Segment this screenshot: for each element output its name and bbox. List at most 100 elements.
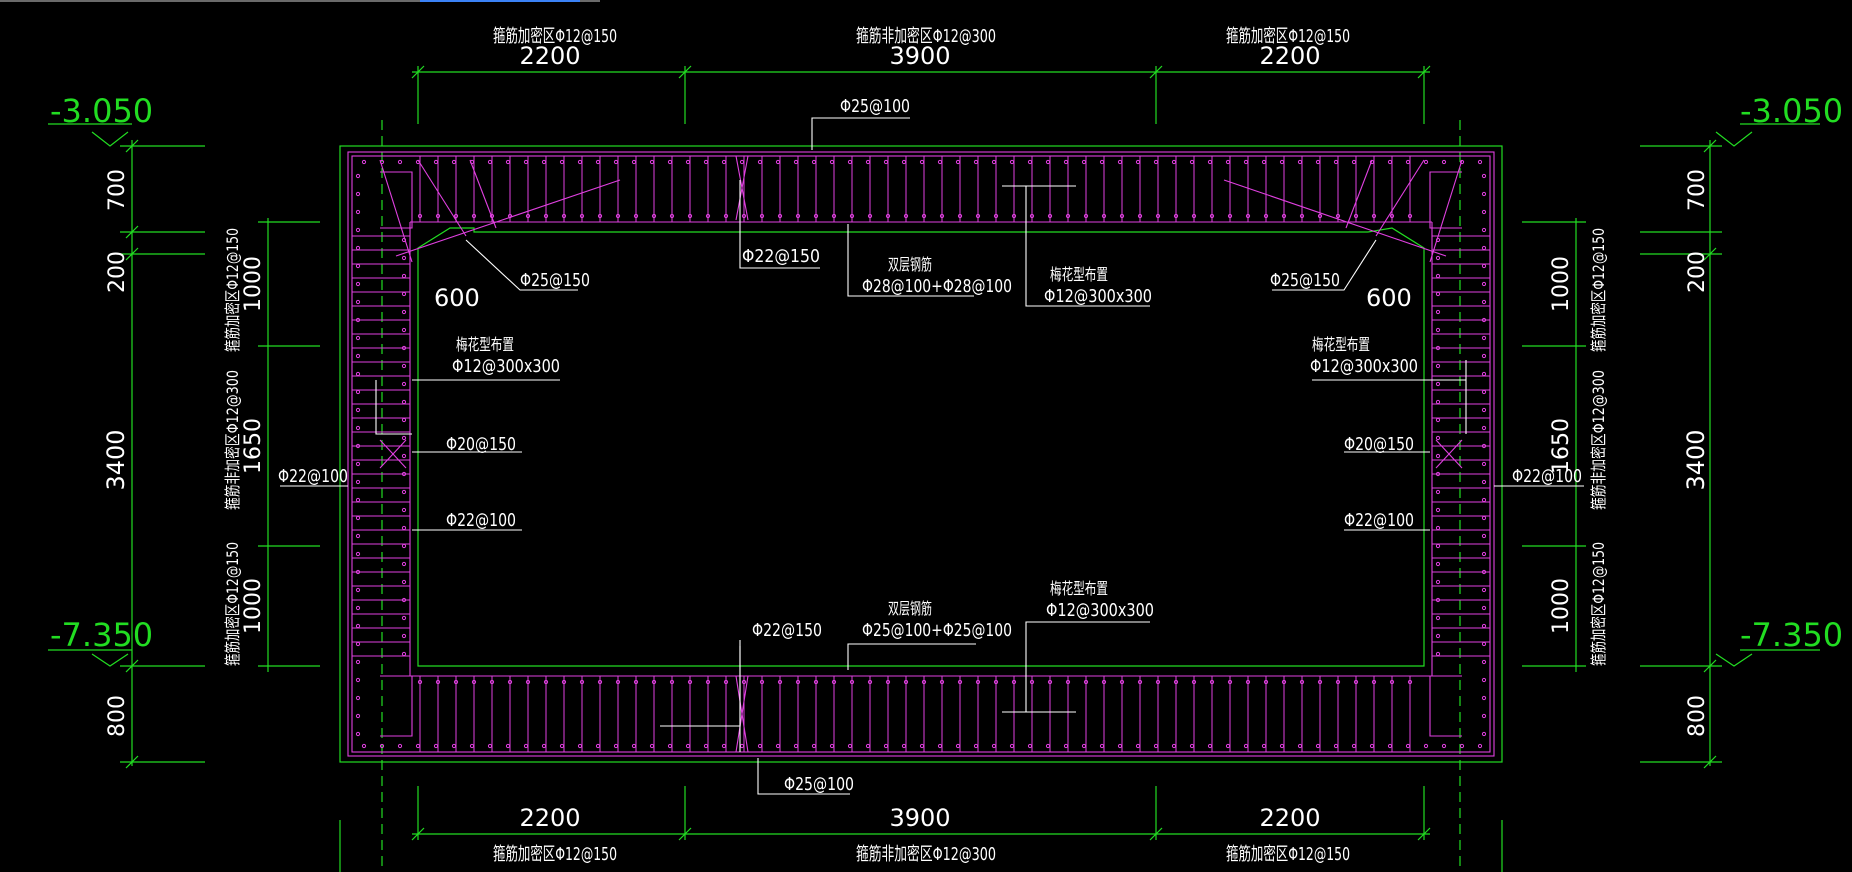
rebar-dot <box>1081 159 1087 165</box>
rebar-dot <box>355 533 361 539</box>
right-dim-1000-bottom: 1000 <box>1549 578 1574 634</box>
rebar-dot <box>903 213 909 219</box>
rebar-dot <box>757 743 763 749</box>
top-main-rebar-label: Φ25@100 <box>840 96 910 117</box>
rebar-dot <box>355 335 361 341</box>
rebar-dot <box>883 159 889 165</box>
bottom-dense-zone-label-right: 箍筋加密区Φ12@150 <box>1226 844 1350 865</box>
rebar-dot <box>1099 159 1105 165</box>
rebar-dot <box>631 159 637 165</box>
rebar-dot <box>991 743 997 749</box>
rebar-dot <box>525 213 531 219</box>
rebar-dot <box>829 743 835 749</box>
rebar-dot <box>777 213 783 219</box>
rebar-dot <box>921 213 927 219</box>
rebar-dot <box>401 327 407 333</box>
rebar-dot <box>1481 731 1487 737</box>
rebar-dot <box>901 743 907 749</box>
rebar-dot <box>721 159 727 165</box>
top-dense-zone-label-left: 箍筋加密区Φ12@150 <box>493 26 617 47</box>
rebar-dot <box>793 743 799 749</box>
rebar-dot <box>1099 743 1105 749</box>
rebar-dot <box>919 743 925 749</box>
bottom-normal-zone-label: 箍筋非加密区Φ12@300 <box>856 844 996 865</box>
rebar-dot <box>1153 743 1159 749</box>
right-zone-normal: 箍筋非加密区Φ12@300 <box>1589 370 1608 510</box>
rebar-dot <box>1477 159 1483 165</box>
rebar-dot <box>1317 679 1323 685</box>
rebar-dot <box>703 159 709 165</box>
rebar-dot <box>667 743 673 749</box>
rebar-stirrups <box>352 156 1490 752</box>
rebar-dot <box>1435 579 1441 585</box>
rebar-dot <box>1481 209 1487 215</box>
rebar-dot <box>453 213 459 219</box>
rebar-dot <box>993 213 999 219</box>
rebar-dot <box>401 507 407 513</box>
rebar-dot <box>1153 159 1159 165</box>
rebar-dot <box>901 159 907 165</box>
rebar-dot <box>867 213 873 219</box>
rebar-dot <box>1335 679 1341 685</box>
rebar-dot <box>613 159 619 165</box>
left-dim-1650: 1650 <box>241 418 266 474</box>
rebar-dot <box>721 743 727 749</box>
rebar-dot <box>401 237 407 243</box>
rebar-dot <box>1299 679 1305 685</box>
rebar-dot <box>1029 213 1035 219</box>
rebar-dot <box>505 743 511 749</box>
rebar-dot <box>1435 525 1441 531</box>
rebar-dot <box>1369 159 1375 165</box>
rebar-dot <box>401 579 407 585</box>
rebar-dot <box>541 743 547 749</box>
rebar-dot <box>355 407 361 413</box>
rebar-dot <box>885 213 891 219</box>
rebar-dot <box>355 677 361 683</box>
dimension-layer <box>48 65 1820 872</box>
rebar-dot <box>991 159 997 165</box>
rebar-dot <box>793 159 799 165</box>
rebar-dot <box>401 561 407 567</box>
rebar-dot <box>939 679 945 685</box>
rebar-dot <box>543 679 549 685</box>
rebar-dot <box>1481 677 1487 683</box>
rebar-dot <box>401 489 407 495</box>
rebar-dot <box>355 317 361 323</box>
rebar-dot <box>1351 159 1357 165</box>
top-dim-middle: 3900 <box>889 42 950 70</box>
rebar-dot <box>685 159 691 165</box>
right-wall-inner-label: Φ22@100 <box>1344 510 1414 531</box>
rebar-dot <box>579 679 585 685</box>
rebar-dot <box>955 159 961 165</box>
rebar-dot <box>1009 159 1015 165</box>
rebar-dot <box>579 213 585 219</box>
rebar-dot <box>1435 489 1441 495</box>
rebar-dot <box>595 159 601 165</box>
right-haunch-label: Φ25@150 <box>1270 270 1340 291</box>
rebar-dot <box>795 213 801 219</box>
top-double-layer-spec: Φ28@100+Φ28@100 <box>862 276 1012 297</box>
rebar-dot <box>1459 743 1465 749</box>
bottom-dim-middle: 3900 <box>889 804 950 832</box>
rebar-dot <box>355 515 361 521</box>
right-dim-3400: 3400 <box>1682 429 1710 490</box>
rebar-dot <box>577 159 583 165</box>
rebar-dot <box>795 679 801 685</box>
rebar-dot <box>955 743 961 749</box>
rebar-dot <box>1435 543 1441 549</box>
rebar-dot <box>595 743 601 749</box>
rebar-dot <box>615 213 621 219</box>
rebar-dot <box>847 743 853 749</box>
rebar-dot <box>355 497 361 503</box>
rebar-dot <box>811 743 817 749</box>
rebar-dot <box>355 605 361 611</box>
rebar-dot <box>649 743 655 749</box>
rebar-dot <box>1435 561 1441 567</box>
left-wall-tie-label: Φ20@150 <box>446 434 516 455</box>
top-dense-zone-label-right: 箍筋加密区Φ12@150 <box>1226 26 1350 47</box>
rebar-dot <box>401 417 407 423</box>
rebar-dot <box>1281 213 1287 219</box>
rebar-dot <box>1009 743 1015 749</box>
rebar-dot <box>355 425 361 431</box>
